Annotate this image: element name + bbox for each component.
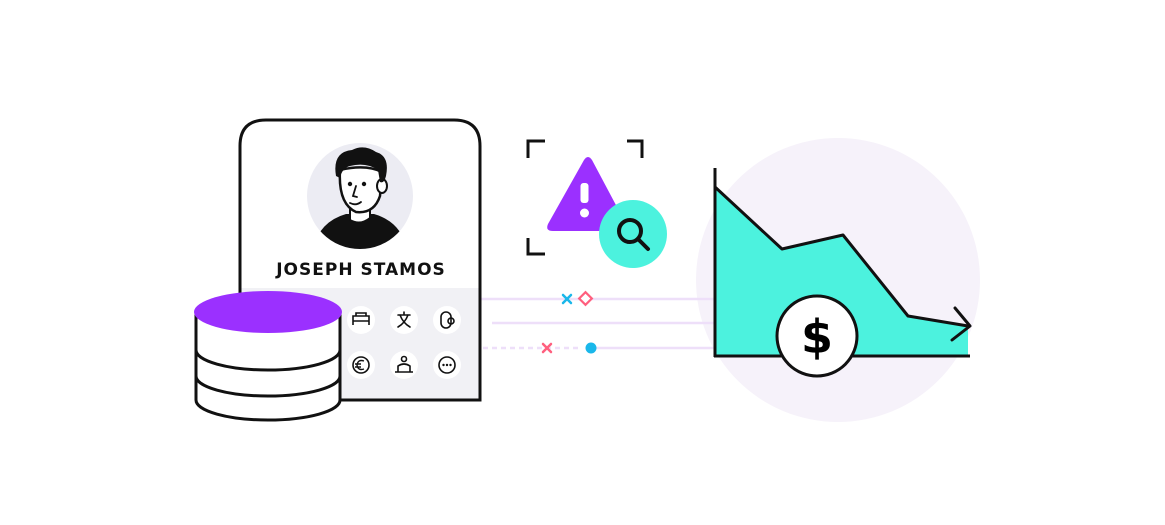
diamond-marker-pink xyxy=(577,290,594,307)
bed-icon[interactable] xyxy=(347,306,375,334)
person-desk-icon[interactable] xyxy=(390,351,418,379)
database-top xyxy=(194,291,342,333)
x-marker-pink xyxy=(541,342,553,354)
x-marker-cyan xyxy=(561,293,573,305)
chat-more-icon[interactable] xyxy=(433,351,461,379)
dollar-symbol: $ xyxy=(801,310,833,364)
cost-chart: $ xyxy=(713,168,972,378)
profile-icon-grid xyxy=(347,306,461,379)
euro-icon[interactable] xyxy=(347,351,375,379)
translate-icon[interactable] xyxy=(390,306,418,334)
cost-line xyxy=(713,185,969,328)
focus-brackets xyxy=(526,139,644,256)
connector-lines xyxy=(468,290,720,354)
toggle-icon[interactable] xyxy=(433,306,461,334)
dollar-icon: $ xyxy=(775,294,859,378)
alert-scan xyxy=(526,139,667,268)
magnifier-icon xyxy=(599,200,667,268)
dot-marker-cyan xyxy=(585,342,597,354)
database-icon xyxy=(194,291,342,422)
trend-arrow-head xyxy=(950,306,972,342)
profile-name: JOSEPH STAMOS xyxy=(275,260,446,280)
user-avatar xyxy=(307,143,413,249)
